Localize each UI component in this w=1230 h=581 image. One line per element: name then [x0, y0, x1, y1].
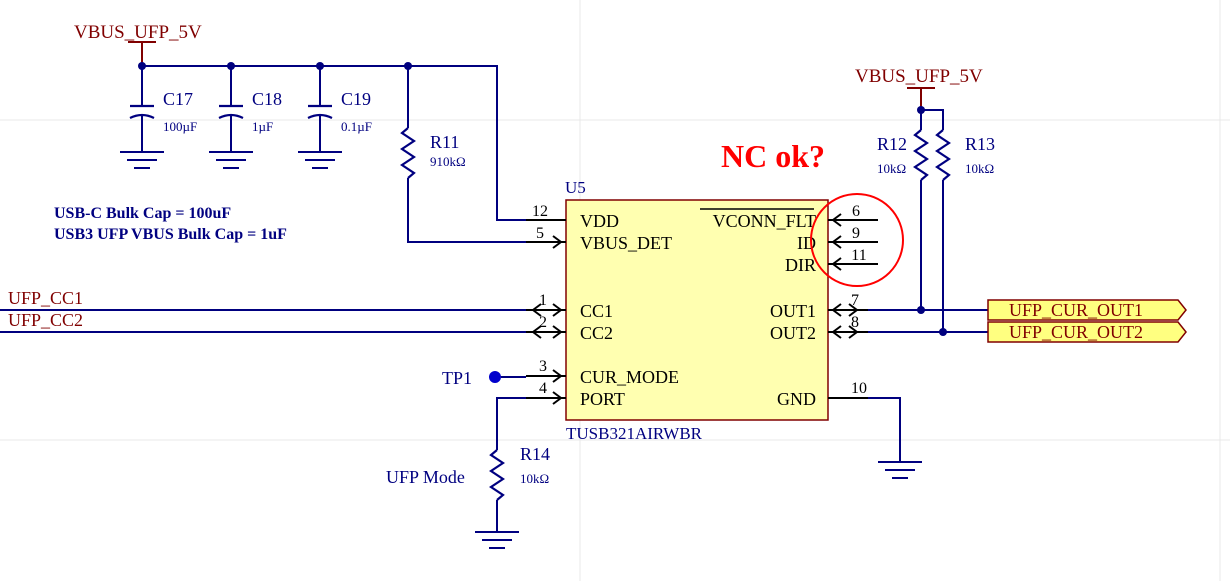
pin-num-out2: 8	[851, 314, 859, 331]
r11-value: 910kΩ	[430, 154, 466, 169]
pin-name-out2: OUT2	[770, 323, 816, 343]
note-usbc-bulk: USB-C Bulk Cap = 100uF	[54, 205, 231, 222]
c19-value: 0.1µF	[341, 119, 372, 134]
pin-num-cur-mode: 3	[539, 358, 547, 375]
pin-name-gnd: GND	[777, 389, 816, 409]
resistor-r11: R11 910kΩ	[400, 66, 560, 243]
pin-name-vconn-flt: VCONN_FLT	[713, 211, 816, 231]
c19-ref: C19	[341, 89, 371, 109]
r12-value: 10kΩ	[877, 161, 906, 176]
nc-ok-callout: NC ok?	[721, 138, 825, 174]
c17-value: 100µF	[163, 119, 197, 134]
pin-num-vconn-flt: 6	[852, 203, 860, 220]
pin-num-id: 9	[852, 225, 860, 242]
power-label-left: VBUS_UFP_5V	[74, 22, 202, 43]
r12-ref: R12	[877, 134, 907, 154]
power-label-right: VBUS_UFP_5V	[855, 66, 983, 87]
cc-nets: UFP_CC1 UFP_CC2	[0, 288, 526, 333]
pin-num-gnd: 10	[851, 380, 867, 397]
capacitor-c17: C17 100µF	[120, 66, 197, 169]
junction	[939, 328, 947, 336]
pin-name-vdd: VDD	[580, 211, 619, 231]
pin-name-port: PORT	[580, 389, 625, 409]
junction	[917, 106, 925, 114]
junction	[917, 306, 925, 314]
port-label-out1: UFP_CUR_OUT1	[1009, 300, 1143, 320]
c18-value: 1µF	[252, 119, 273, 134]
note-usb3-bulk: USB3 UFP VBUS Bulk Cap = 1uF	[54, 226, 287, 243]
pin-num-vdd: 12	[532, 203, 548, 220]
pin-name-dir: DIR	[785, 255, 816, 275]
resistor-r13: R13 10kΩ	[935, 129, 995, 332]
tp1-label: TP1	[442, 368, 472, 388]
u5-part: TUSB321AIRWBR	[566, 424, 703, 443]
net-ufp-cc2: UFP_CC2	[8, 310, 83, 330]
pin-name-cc2: CC2	[580, 323, 613, 343]
port-label-out2: UFP_CUR_OUT2	[1009, 322, 1143, 342]
resistor-r14: R14 10kΩ UFP Mode	[386, 397, 550, 549]
pin-num-port: 4	[539, 380, 547, 397]
testpoint-tp1: TP1	[442, 368, 526, 388]
u5-ref: U5	[565, 178, 586, 197]
r13-value: 10kΩ	[965, 161, 994, 176]
r14-ref: R14	[520, 444, 550, 464]
r13-ref: R13	[965, 134, 995, 154]
vbus-power-right: VBUS_UFP_5V	[855, 66, 983, 130]
nc-highlight-circle	[810, 193, 904, 287]
vbus-power-left: VBUS_UFP_5V	[74, 22, 202, 66]
pin-name-id: ID	[797, 233, 816, 253]
ic-u5: U5 TUSB321AIRWBR 12 5 1 2 3 4 VDD VBUS_D…	[526, 178, 878, 443]
net-ufp-cc1: UFP_CC1	[8, 288, 83, 308]
pin-name-out1: OUT1	[770, 301, 816, 321]
pin-name-vbus-det: VBUS_DET	[580, 233, 672, 253]
r11-ref: R11	[430, 132, 459, 152]
capacitor-c19: C19 0.1µF	[298, 66, 372, 169]
port-ufp-cur-out2	[987, 321, 1187, 343]
pin-num-dir: 11	[851, 247, 866, 264]
c17-ref: C17	[163, 89, 193, 109]
pin-name-cur-mode: CUR_MODE	[580, 367, 679, 387]
ufp-mode-label: UFP Mode	[386, 467, 465, 487]
capacitor-c18: C18 1µF	[209, 66, 282, 169]
pin-num-cc1: 1	[539, 292, 547, 309]
pin-num-out1: 7	[851, 292, 859, 309]
gnd-pin-net	[868, 397, 922, 479]
resistor-r12: R12 10kΩ	[877, 129, 929, 310]
r14-value: 10kΩ	[520, 471, 549, 486]
c18-ref: C18	[252, 89, 282, 109]
u5-body	[565, 199, 829, 421]
pin-num-cc2: 2	[539, 314, 547, 331]
output-nets: UFP_CUR_OUT1 UFP_CUR_OUT2	[868, 299, 1187, 343]
port-ufp-cur-out1	[987, 299, 1187, 321]
pin-num-vbus-det: 5	[536, 225, 544, 242]
pin-name-cc1: CC1	[580, 301, 613, 321]
